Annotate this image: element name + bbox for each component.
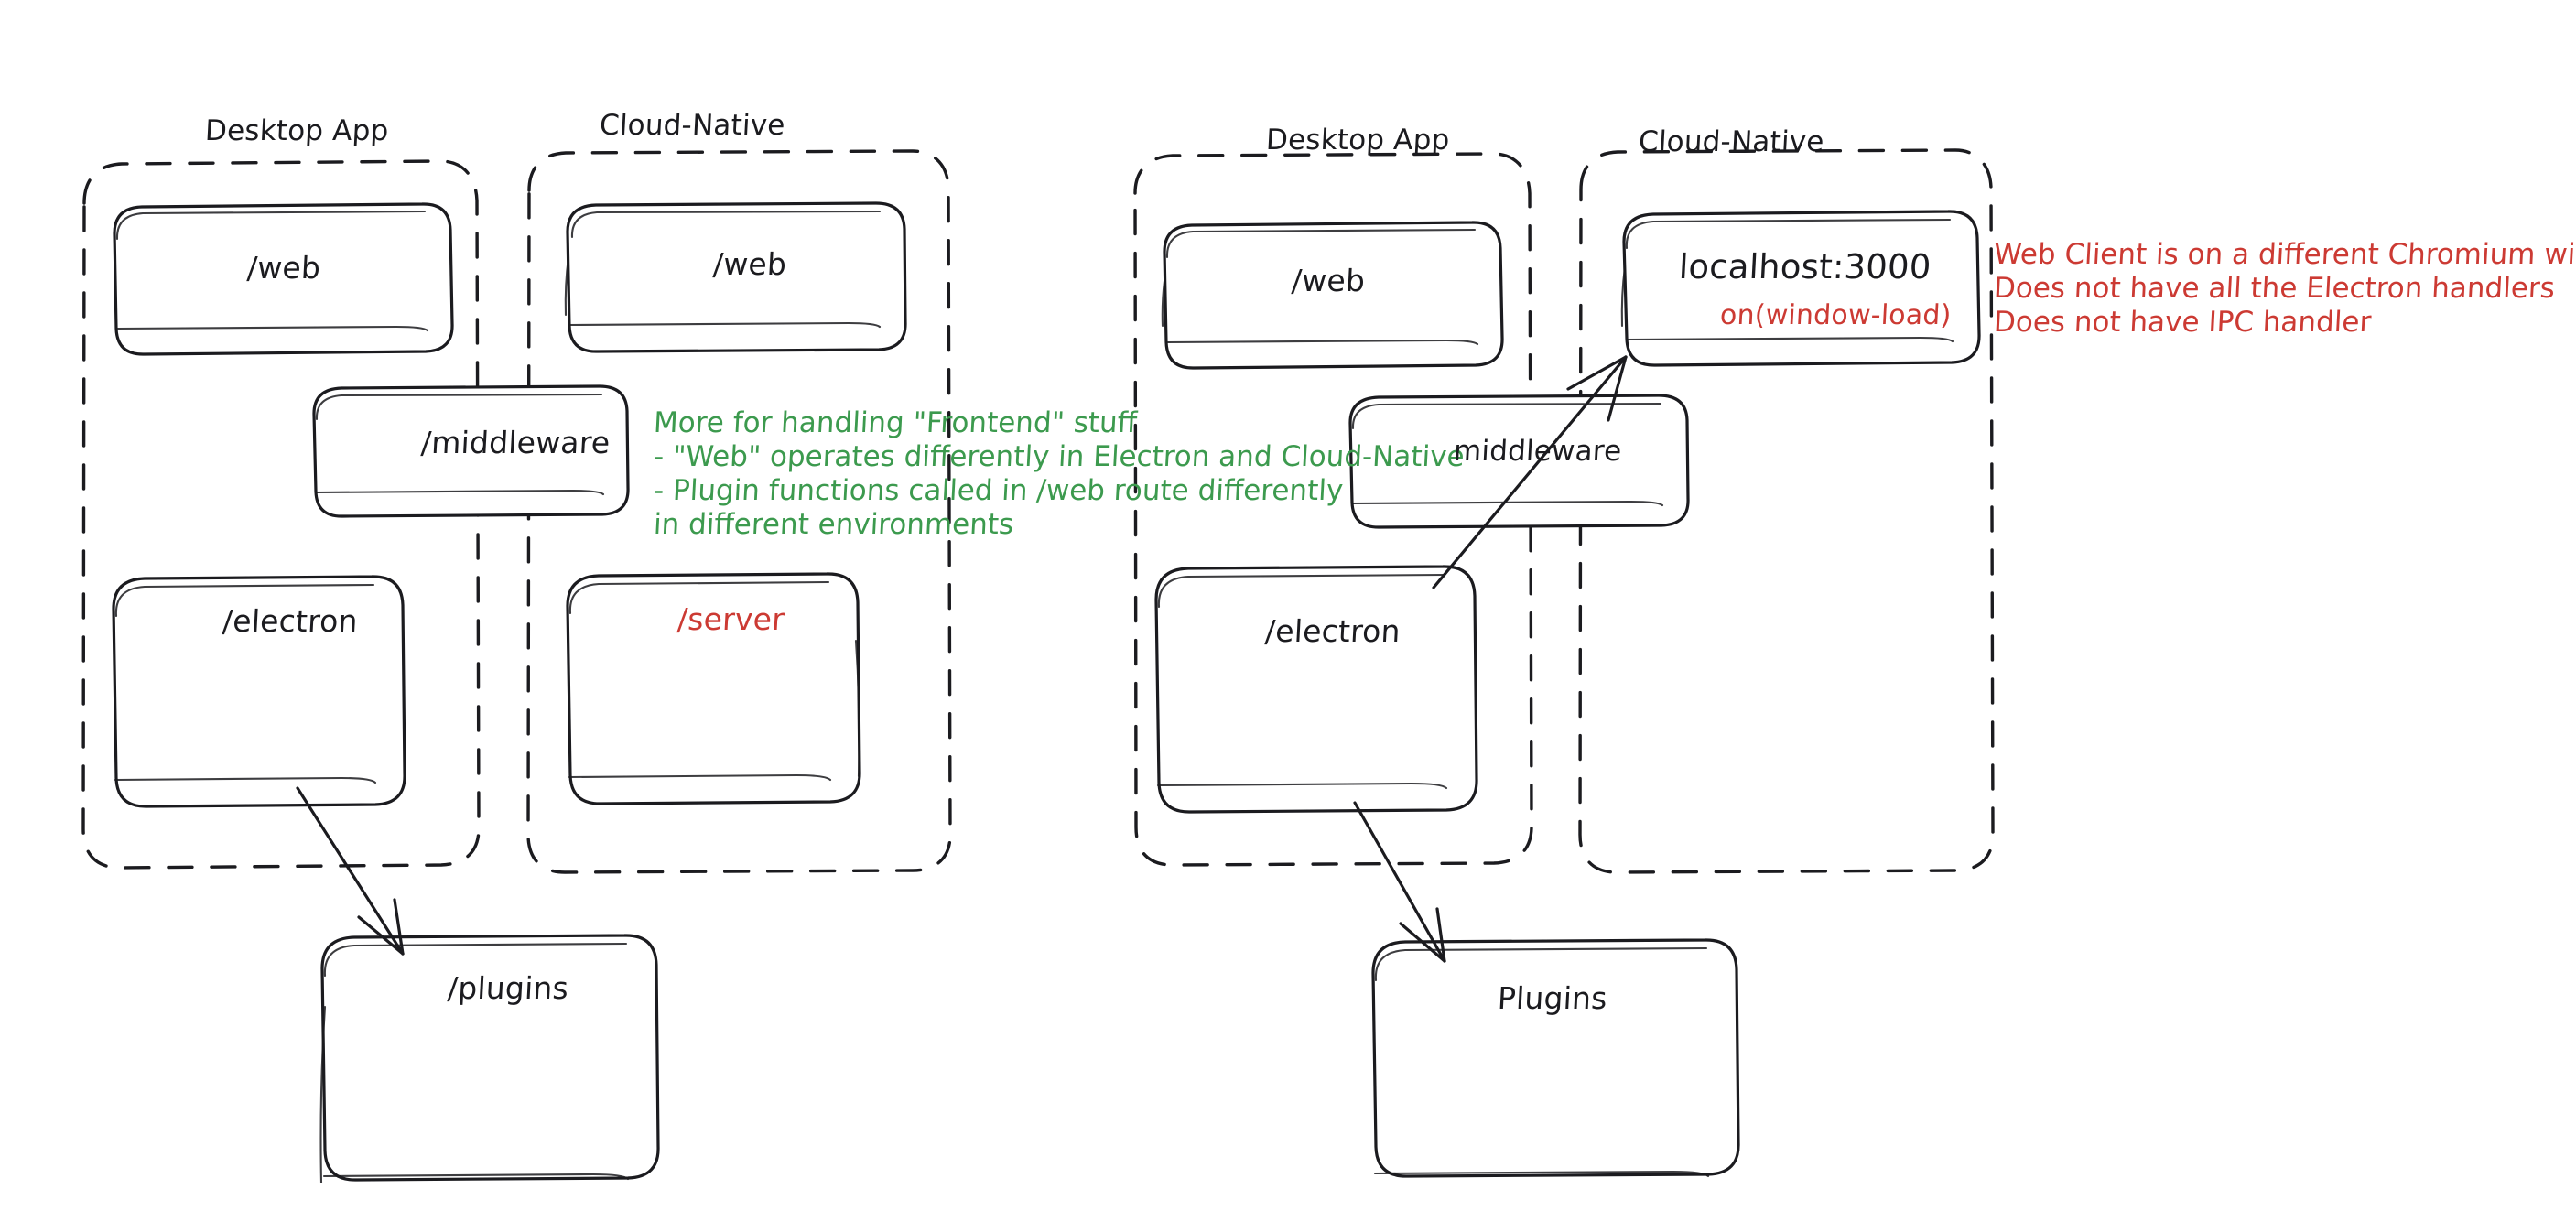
group-title-right-desktop-app: Desktop App xyxy=(1265,124,1451,157)
shape-left-plugins xyxy=(319,934,660,1184)
group-title-right-cloud-native: Cloud-Native xyxy=(1638,125,1825,158)
box-label-left-cloud-web: /web xyxy=(711,246,788,282)
box-label-left-plugins: /plugins xyxy=(446,970,570,1006)
shape-left-desktop-web xyxy=(113,202,454,356)
arrow-right-electron-to-localhost xyxy=(1432,355,1628,589)
annotation-green-line-2: - "Web" operates differently in Electron… xyxy=(653,440,1466,473)
group-title-left-cloud-native: Cloud-Native xyxy=(599,109,786,142)
group-right-cloud-native xyxy=(1578,148,1995,874)
group-title-left-desktop-app: Desktop App xyxy=(204,114,390,147)
annotation-red-line-3: Does not have IPC handler xyxy=(1993,306,2373,339)
shape-right-localhost xyxy=(1620,210,1981,367)
box-label-right-electron: /electron xyxy=(1263,613,1402,649)
box-label-right-localhost: localhost:3000 xyxy=(1677,247,1932,286)
annotation-green-line-4: in different environments xyxy=(653,508,1015,541)
annotation-red-line-2: Does not have all the Electron handlers xyxy=(1993,272,2556,305)
annotation-green-line-1: More for handling "Frontend" stuff xyxy=(653,406,1139,439)
box-label-right-middleware: middleware xyxy=(1453,435,1623,468)
group-right-desktop-app xyxy=(1133,152,1533,867)
box-label-left-middleware: /middleware xyxy=(419,425,612,460)
box-label-right-desktop-web: /web xyxy=(1290,263,1367,298)
group-left-cloud-native xyxy=(526,149,952,874)
shape-right-plugins xyxy=(1371,938,1740,1178)
shape-left-electron xyxy=(112,575,406,808)
box-label-left-server: /server xyxy=(676,601,786,637)
shape-right-electron xyxy=(1154,565,1478,814)
shape-left-cloud-web xyxy=(564,201,907,353)
shape-left-middleware xyxy=(312,384,630,518)
arrow-right-electron-to-plugins xyxy=(1353,801,1446,963)
box-label-left-desktop-web: /web xyxy=(245,250,322,286)
box-sublabel-right-localhost-on-window-load: on(window-load) xyxy=(1719,299,1953,331)
shape-left-server xyxy=(566,572,861,805)
shape-right-desktop-web xyxy=(1161,221,1504,370)
box-label-left-electron: /electron xyxy=(221,603,359,639)
shape-right-middleware xyxy=(1348,394,1690,529)
arrow-left-electron-to-plugins xyxy=(296,786,405,956)
annotation-red-line-1: Web Client is on a different Chromium wi… xyxy=(1993,238,2576,271)
box-label-right-plugins: Plugins xyxy=(1496,980,1608,1016)
group-left-desktop-app xyxy=(81,159,481,870)
annotation-green-line-3: - Plugin functions called in /web route … xyxy=(653,474,1345,507)
